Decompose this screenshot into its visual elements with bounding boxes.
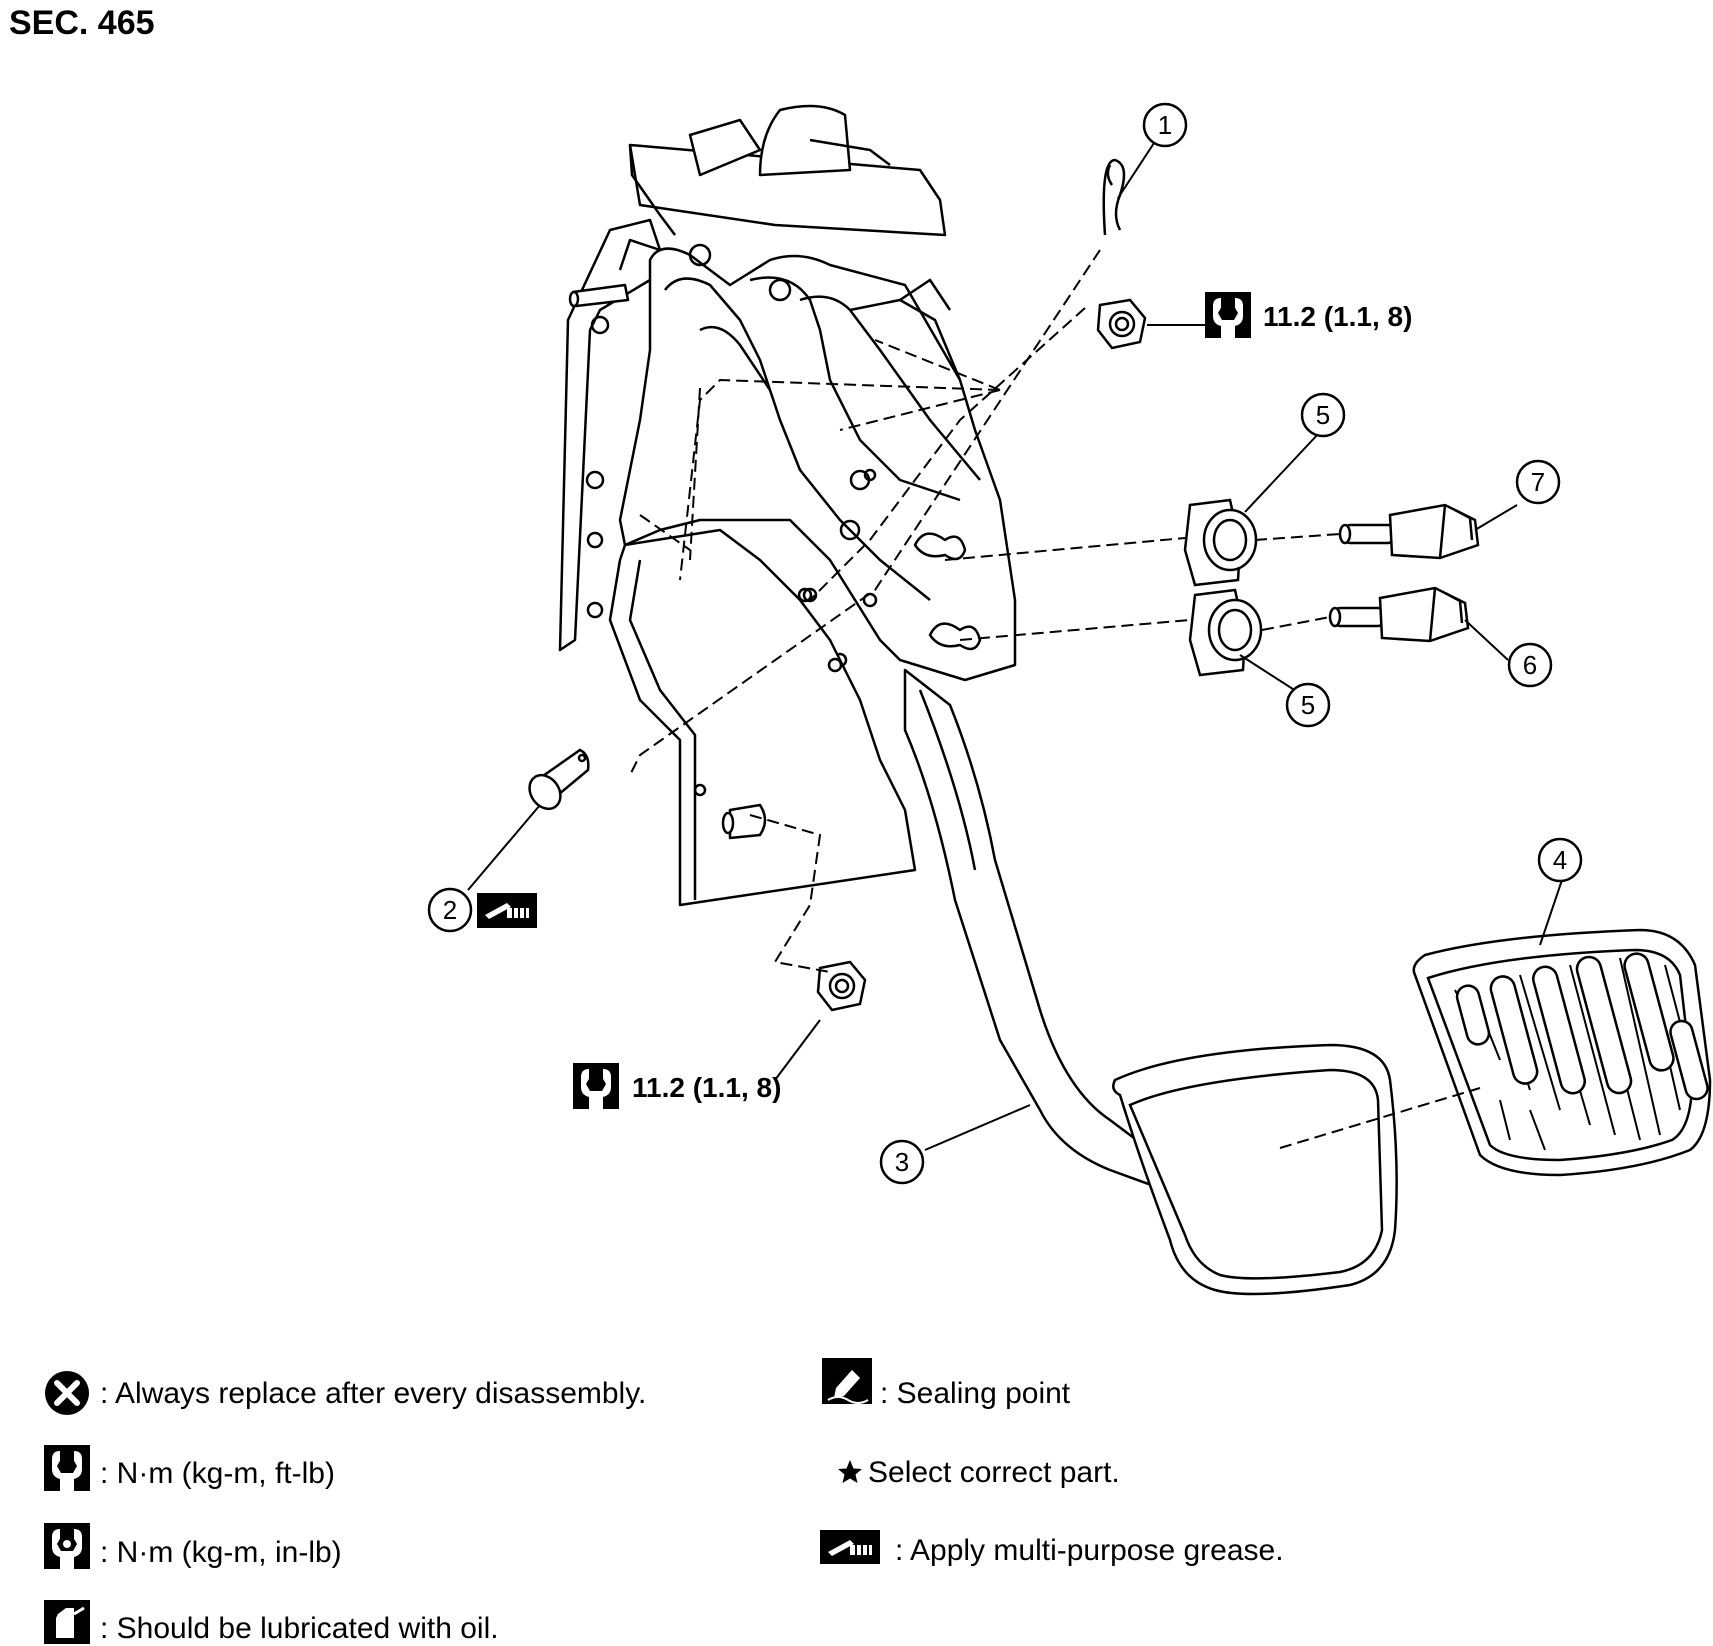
- legend-select: Select correct part.: [868, 1456, 1120, 1489]
- stop-lamp-switch: [1338, 503, 1480, 560]
- callout-1: 1: [1142, 102, 1188, 148]
- stopper-rubber-upper: [1183, 498, 1258, 587]
- section-title: SEC. 465: [9, 4, 155, 42]
- upper-nut: [1096, 298, 1147, 350]
- lower-nut: [816, 960, 867, 1012]
- svg-text:3: 3: [895, 1147, 909, 1177]
- star-icon: [838, 1460, 862, 1483]
- grease-gun-icon: [820, 1530, 880, 1564]
- stopper-rubber-lower: [1188, 588, 1263, 677]
- legend-sealing: : Sealing point: [880, 1377, 1071, 1410]
- legend-oil: : Should be lubricated with oil.: [100, 1612, 499, 1645]
- grease-gun-icon: [477, 893, 537, 928]
- svg-text:7: 7: [1531, 467, 1545, 497]
- torque-lower: 11.2 (1.1, 8): [573, 1063, 781, 1109]
- svg-text:1: 1: [1158, 110, 1172, 140]
- svg-text:2: 2: [443, 895, 457, 925]
- svg-text:11.2 (1.1, 8): 11.2 (1.1, 8): [1263, 301, 1412, 332]
- wrench-nut-icon: [1205, 292, 1251, 338]
- asct-cancel-switch: [1328, 586, 1470, 643]
- svg-text:11.2 (1.1, 8): 11.2 (1.1, 8): [632, 1072, 781, 1103]
- callout-5a: 5: [1300, 392, 1346, 438]
- wrench-nut-icon: [44, 1445, 90, 1491]
- sealing-icon: [822, 1358, 872, 1404]
- oil-can-icon: [44, 1600, 90, 1644]
- x-circle-icon: [45, 1371, 89, 1415]
- callout-3: 3: [879, 1139, 925, 1185]
- callout-2: 2: [427, 887, 473, 933]
- svg-text:4: 4: [1553, 845, 1567, 875]
- callout-5b: 5: [1285, 682, 1331, 728]
- legend-replace: : Always replace after every disassembly…: [100, 1377, 646, 1410]
- torque-upper: 11.2 (1.1, 8): [1205, 292, 1412, 338]
- svg-text:5: 5: [1316, 400, 1330, 430]
- snap-pin: [1102, 158, 1126, 236]
- pedal-pad-cover: [1412, 928, 1712, 1177]
- callout-7: 7: [1515, 459, 1561, 505]
- pedal-pad: [1112, 1043, 1398, 1296]
- svg-text:6: 6: [1523, 650, 1537, 680]
- clevis-pin: [528, 748, 590, 811]
- callout-6: 6: [1507, 642, 1553, 688]
- legend: : Always replace after every disassembly…: [44, 1358, 1284, 1645]
- svg-text:5: 5: [1301, 690, 1315, 720]
- wrench-nut-icon: [573, 1063, 619, 1109]
- wrench-nut-filled-icon: [44, 1523, 90, 1569]
- legend-torque-inlb: : N·m (kg-m, in-lb): [100, 1536, 342, 1569]
- legend-torque-ftlb: : N·m (kg-m, ft-lb): [100, 1457, 335, 1490]
- leader-lines: [467, 139, 1563, 1151]
- legend-grease: : Apply multi-purpose grease.: [895, 1534, 1284, 1567]
- callout-4: 4: [1537, 837, 1583, 883]
- assembly-lines: [629, 249, 1481, 1149]
